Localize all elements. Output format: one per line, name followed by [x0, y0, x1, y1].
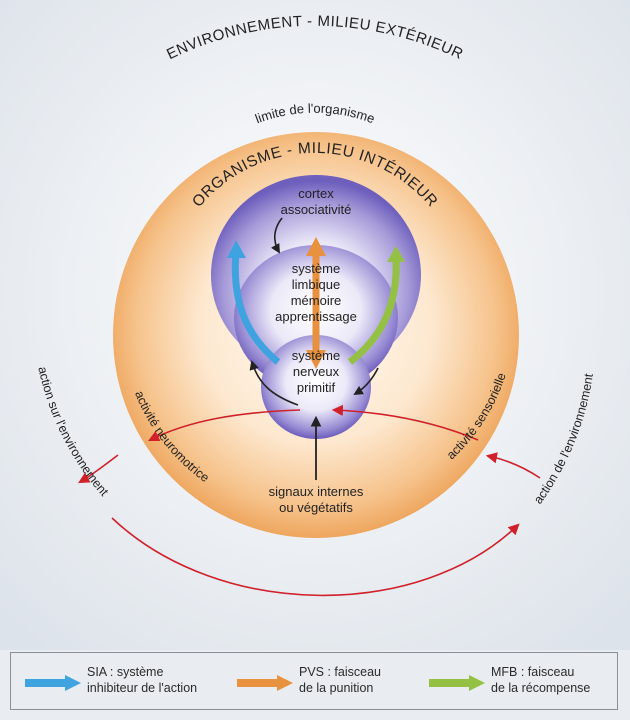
- legend-item-mfb: MFB : faisceau de la récompense: [429, 661, 613, 703]
- sia-legend-arrow: [25, 675, 81, 691]
- mfb-legend-line-1: MFB : faisceau: [491, 665, 575, 679]
- mfb-legend-line-2: de la récompense: [491, 681, 591, 695]
- sia-legend-line-1: SIA : système: [87, 665, 164, 679]
- pvs-legend-arrow: [237, 675, 293, 691]
- motor-out-arrow: [78, 454, 119, 484]
- brain-organism-diagram: ENVIRONNEMENT - MILIEU EXTÉRIEUR limite …: [0, 0, 630, 650]
- pvs-legend-line-1: PVS : faisceau: [299, 665, 381, 679]
- legend-item-pvs: PVS : faisceau de la punition: [237, 661, 417, 703]
- signals-label-2: ou végétatifs: [279, 500, 353, 515]
- limbic-label-2: limbique: [292, 277, 340, 292]
- mfb-legend-arrow: [429, 675, 485, 691]
- limbic-label-1: système: [292, 261, 340, 276]
- limbic-label-3: mémoire: [291, 293, 342, 308]
- mfb-tract: [347, 257, 400, 365]
- cortex-to-limbic-arrow: [270, 217, 283, 254]
- sia-legend-line-2: inhibiteur de l'action: [87, 681, 198, 695]
- signals-label-1: signaux internes: [269, 484, 364, 499]
- limbic-label-4: apprentissage: [275, 309, 357, 324]
- environment-loop-arrow: [111, 517, 520, 597]
- pvs-legend-line-2: de la punition: [299, 681, 374, 695]
- sensory-arrow: [331, 404, 479, 441]
- pvs-arrowhead-down: [306, 350, 326, 369]
- neuromotor-arrow: [147, 409, 301, 442]
- primitive-label-3: primitif: [297, 380, 336, 395]
- sia-arrowhead: [227, 240, 246, 258]
- pvs-arrowhead-up: [306, 237, 326, 256]
- primitive-to-limbic-arrow: [249, 360, 299, 406]
- primitive-label-2: nerveux: [293, 364, 340, 379]
- legend-box: SIA : système inhibiteur de l'action PVS…: [10, 652, 618, 710]
- cortex-label-2: associativité: [281, 202, 352, 217]
- env-in-arrow: [485, 452, 541, 479]
- primitive-label-1: système: [292, 348, 340, 363]
- sia-tract: [231, 251, 281, 365]
- primitive-sphere: [261, 335, 371, 439]
- mfb-arrowhead: [387, 246, 405, 262]
- limbic-to-primitive-arrow: [353, 367, 379, 395]
- cortex-label-1: cortex: [298, 186, 334, 201]
- legend-item-sia: SIA : système inhibiteur de l'action: [25, 661, 225, 703]
